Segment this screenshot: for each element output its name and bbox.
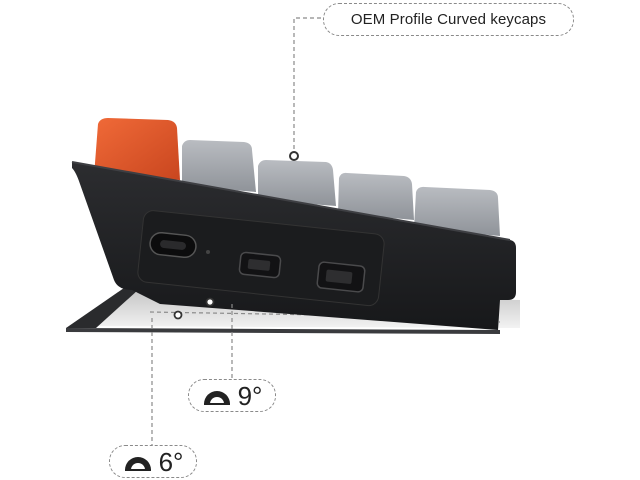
gray-keycap-1 (182, 140, 256, 192)
gray-keycap-2 (258, 160, 336, 206)
angle-9-value: 9° (237, 380, 263, 411)
angle-6-leader-line (109, 318, 153, 463)
keycaps-callout-label: OEM Profile Curved keycaps (350, 11, 547, 28)
kickstand (66, 288, 138, 328)
keycaps-leader-line (293, 17, 323, 156)
angle-6-value: 6° (158, 446, 184, 477)
angle-9-callout: 9° (188, 379, 276, 412)
keycaps-callout: OEM Profile Curved keycaps (323, 3, 574, 36)
protractor-icon (203, 390, 230, 405)
kickstand-edge (66, 328, 500, 334)
gray-keycap-3 (338, 172, 414, 220)
protractor-icon (124, 456, 151, 471)
angle-6-callout: 6° (109, 445, 197, 478)
orange-keycap (94, 118, 180, 180)
gray-keycap-4 (414, 186, 500, 236)
